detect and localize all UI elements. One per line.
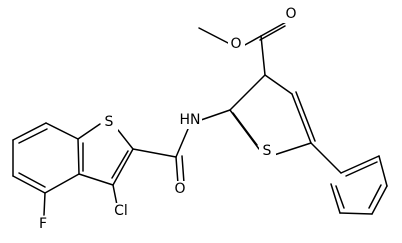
bond-lines <box>12 20 388 216</box>
ester-ether-oxygen-label: O <box>230 36 241 52</box>
atom-labels: O O HN O S S Cl F <box>35 6 299 233</box>
benzothiophene-sulfur: S <box>101 114 118 131</box>
ester-carbonyl-oxygen: O <box>282 6 299 23</box>
ester-carbonyl-oxygen-label: O <box>285 6 296 22</box>
chlorine: Cl <box>109 203 133 220</box>
amide-oxygen-label: O <box>174 181 185 197</box>
thiophene-sulfur-label: S <box>263 143 272 159</box>
amide-nh: HN <box>178 112 202 129</box>
thiophene-sulfur: S <box>259 143 276 160</box>
fluorine-label: F <box>39 216 47 232</box>
ester-ether-oxygen: O <box>228 36 245 53</box>
benzothiophene-sulfur-label: S <box>105 114 114 130</box>
amide-oxygen: O <box>172 181 189 198</box>
amide-nh-label: HN <box>180 112 201 128</box>
chlorine-label: Cl <box>114 203 128 219</box>
fluorine: F <box>35 216 52 233</box>
